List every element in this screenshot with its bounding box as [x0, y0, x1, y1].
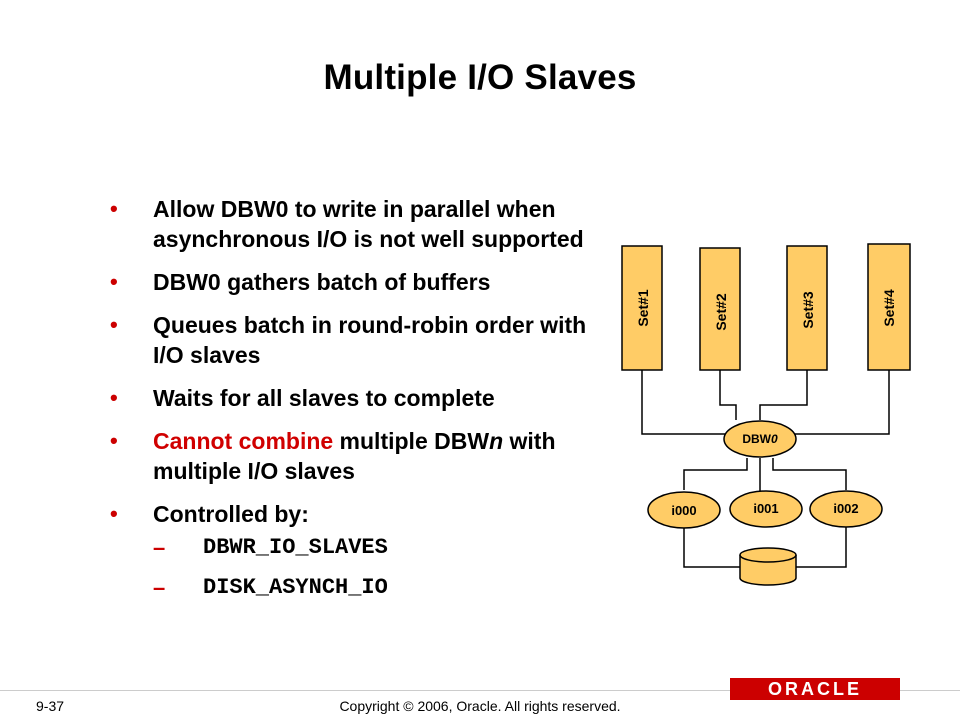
dbwr-io-slaves-diagram: Set#1 Set#2 Set#3 Set#4 DBW0 i000 i001 i… — [621, 243, 911, 586]
sub-bullet-item: – DISK_ASYNCH_IO — [153, 573, 610, 603]
bullet-text: Waits for all slaves to complete — [153, 385, 495, 411]
sub-bullet-text: DISK_ASYNCH_IO — [203, 575, 388, 600]
sub-bullet-item: – DBWR_IO_SLAVES — [153, 533, 610, 563]
bullet-item: • DBW0 gathers batch of buffers — [110, 267, 610, 297]
dbw0-suffix: 0 — [771, 432, 778, 446]
sub-bullet-text: DBWR_IO_SLAVES — [203, 535, 388, 560]
bullet-item: • Waits for all slaves to complete — [110, 383, 610, 413]
database-cylinder-icon — [739, 547, 797, 586]
sub-bullet-dash: – — [153, 535, 166, 560]
bullet-item: • Allow DBW0 to write in parallel when as… — [110, 194, 610, 254]
bullet-item: • Controlled by: – DBWR_IO_SLAVES – DISK_AS… — [110, 499, 610, 603]
bullet-text: Controlled by: — [153, 501, 309, 527]
bullet-text: DBW0 gathers batch of buffers — [153, 269, 491, 295]
set-box-2 — [699, 247, 741, 371]
page-number: 9-37 — [36, 698, 65, 714]
slave-ellipse-i001 — [729, 490, 803, 528]
bullet-text: with multiple I/O slaves — [153, 428, 556, 484]
bullet-dot: • — [110, 269, 118, 294]
bullet-dot: • — [110, 428, 118, 453]
bullet-dot: • — [110, 501, 118, 526]
bullet-highlight: Cannot combine — [153, 428, 334, 454]
io-slaves: i000 i001 i002 — [647, 490, 883, 529]
set-boxes: Set#1 Set#2 Set#3 Set#4 — [621, 243, 911, 371]
sub-bullet-dash: – — [153, 575, 166, 600]
connector-lines — [641, 370, 890, 568]
bullet-dot: • — [110, 312, 118, 337]
set-label-4: Set#4 — [881, 289, 897, 327]
dbw0-process: DBW0 — [723, 420, 797, 458]
bullet-text: Allow DBW0 to write in parallel when asy… — [153, 196, 584, 252]
footer-divider — [0, 690, 960, 691]
slave-ellipse-i002 — [809, 490, 883, 528]
slave-label-i001: i001 — [753, 501, 778, 516]
bullet-item: • Cannot combine multiple DBWn with multi… — [110, 426, 610, 486]
set-box-1 — [621, 245, 663, 371]
oracle-logo: ORACLE — [730, 678, 900, 700]
bullet-item: • Queues batch in round-robin order with … — [110, 310, 610, 370]
dbw0-label: DBW0 — [742, 432, 778, 446]
set-box-4 — [867, 243, 911, 371]
set-label-1: Set#1 — [635, 289, 651, 327]
slave-label-i000: i000 — [671, 503, 696, 518]
set-label-3: Set#3 — [800, 291, 816, 329]
slide-title: Multiple I/O Slaves — [323, 58, 637, 97]
bullet-italic: n — [489, 428, 504, 454]
copyright-text: Copyright © 2006, Oracle. All rights res… — [339, 698, 621, 714]
bullet-dot: • — [110, 196, 118, 221]
dbw0-prefix: DBW — [742, 432, 771, 446]
bullet-list: • Allow DBW0 to write in parallel when as… — [110, 194, 610, 616]
set-box-3 — [786, 245, 828, 371]
bullet-text: multiple DBW — [333, 428, 490, 454]
bullet-text: Queues batch in round-robin order with I… — [153, 312, 587, 368]
slave-ellipse-i000 — [647, 491, 721, 529]
dbw0-ellipse — [723, 420, 797, 458]
bullet-dot: • — [110, 385, 118, 410]
svg-text:ORACLE: ORACLE — [768, 679, 862, 699]
set-label-2: Set#2 — [713, 293, 729, 331]
sub-bullet-list: – DBWR_IO_SLAVES – DISK_ASYNCH_IO — [153, 533, 610, 603]
slave-label-i002: i002 — [833, 501, 858, 516]
